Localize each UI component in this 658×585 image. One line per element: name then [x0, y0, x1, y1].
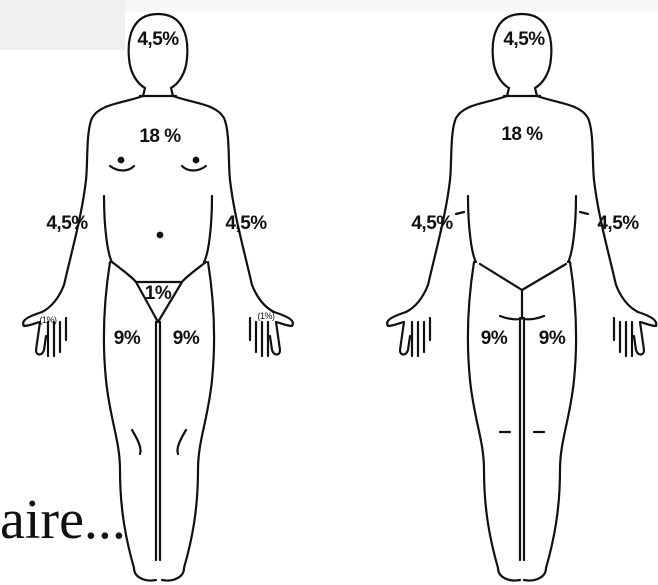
front-left-arm-label: 4,5%	[46, 213, 87, 235]
back-buttocks	[500, 290, 544, 319]
back-left-arm-label: 4,5%	[411, 213, 452, 235]
back-leg-right-outer	[546, 262, 576, 568]
back-feet	[498, 568, 546, 581]
back-torso-left	[406, 96, 507, 312]
back-hand-left	[387, 312, 430, 356]
front-head-label: 4,5%	[137, 29, 178, 51]
back-figure	[387, 14, 656, 581]
back-arm-ticks	[456, 212, 588, 214]
front-leg-inner	[156, 322, 160, 560]
front-side-left	[104, 196, 112, 262]
front-navel	[158, 233, 163, 238]
front-torso-left	[42, 96, 143, 312]
front-nipple-left	[119, 158, 124, 163]
back-torso-label: 18 %	[501, 124, 542, 146]
back-side-right	[568, 196, 576, 262]
front-torso-label: 18 %	[139, 126, 180, 148]
back-right-arm-label: 4,5%	[597, 213, 638, 235]
front-hip-line	[112, 262, 206, 282]
back-left-leg-label: 9%	[481, 328, 507, 350]
back-waist-line	[480, 264, 566, 290]
front-right-arm-label: 4,5%	[225, 213, 266, 235]
back-hand-right	[614, 312, 656, 356]
back-right-leg-label: 9%	[539, 328, 565, 350]
front-chest-lines	[110, 166, 206, 171]
back-head	[493, 14, 552, 96]
front-side-right	[204, 196, 212, 262]
back-torso-right	[537, 96, 638, 312]
front-left-hand-label: (1%)	[39, 315, 56, 325]
back-side-left	[468, 196, 476, 262]
back-leg-left-outer	[468, 262, 498, 568]
front-feet	[134, 568, 184, 581]
front-right-hand-label: (1%)	[257, 311, 274, 321]
front-head	[129, 14, 188, 96]
front-left-leg-label: 9%	[114, 328, 140, 350]
back-leg-inner	[520, 318, 524, 560]
front-right-leg-label: 9%	[173, 328, 199, 350]
front-nipple-right	[194, 158, 199, 163]
back-head-label: 4,5%	[503, 29, 544, 51]
front-torso-right	[173, 96, 274, 312]
caption-text: aire...	[0, 492, 126, 548]
front-leg-right-outer	[184, 262, 214, 568]
front-groin-label: 1%	[145, 283, 171, 305]
